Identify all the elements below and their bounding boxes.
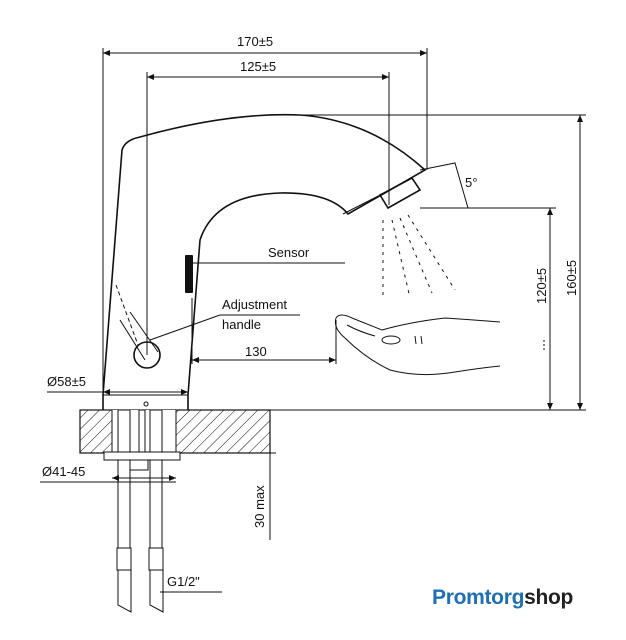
faucet-body xyxy=(102,113,469,410)
total-height-label: 160±5 xyxy=(564,260,579,296)
dimension-total-height: 160±5 xyxy=(270,114,586,411)
dimension-sensor-distance: 130 xyxy=(191,298,337,364)
counter-thickness-label: 30 max xyxy=(252,485,267,528)
water-spray xyxy=(382,214,456,300)
hand-illustration xyxy=(334,314,501,376)
base-diameter-label: Ø58±5 xyxy=(47,374,86,389)
dimension-spout-reach: 125±5 xyxy=(146,59,390,355)
adjustment-label-line1: Adjustment xyxy=(222,297,287,312)
adjustment-handle xyxy=(115,284,161,369)
dimension-total-width: 170±5 xyxy=(102,34,428,395)
spout-reach-label: 125±5 xyxy=(240,59,276,74)
hole-diameter-label: Ø41-45 xyxy=(42,464,85,479)
sensor-window xyxy=(185,255,193,293)
countertop xyxy=(79,409,271,454)
connection-thread-label: G1/2" xyxy=(167,574,200,589)
spray-angle-label: 5° xyxy=(465,175,477,190)
dimension-hole-diameter: Ø41-45 xyxy=(40,464,176,483)
sensor-label: Sensor xyxy=(268,245,310,260)
total-width-label: 170±5 xyxy=(237,34,273,49)
outlet-height-label: 120±5 xyxy=(534,268,549,304)
dimension-base-diameter: Ø58±5 xyxy=(47,374,188,395)
supply-hoses xyxy=(103,401,181,613)
brand-logo: Promtorgshop xyxy=(432,586,573,610)
adjustment-callout: Adjustment handle xyxy=(149,297,300,341)
sensor-callout: Sensor xyxy=(193,245,345,264)
dimension-outlet-height: 120±5 xyxy=(468,207,556,410)
sensor-distance-label: 130 xyxy=(245,344,267,359)
brand-part2: shop xyxy=(524,586,574,609)
brand-part1: Promtorg xyxy=(432,586,525,609)
dimension-connection-thread: G1/2" xyxy=(160,574,222,593)
dimension-counter-thickness: 30 max xyxy=(252,410,276,540)
adjustment-label-line2: handle xyxy=(222,317,261,332)
spray-angle-annotation: 5° xyxy=(465,175,477,190)
